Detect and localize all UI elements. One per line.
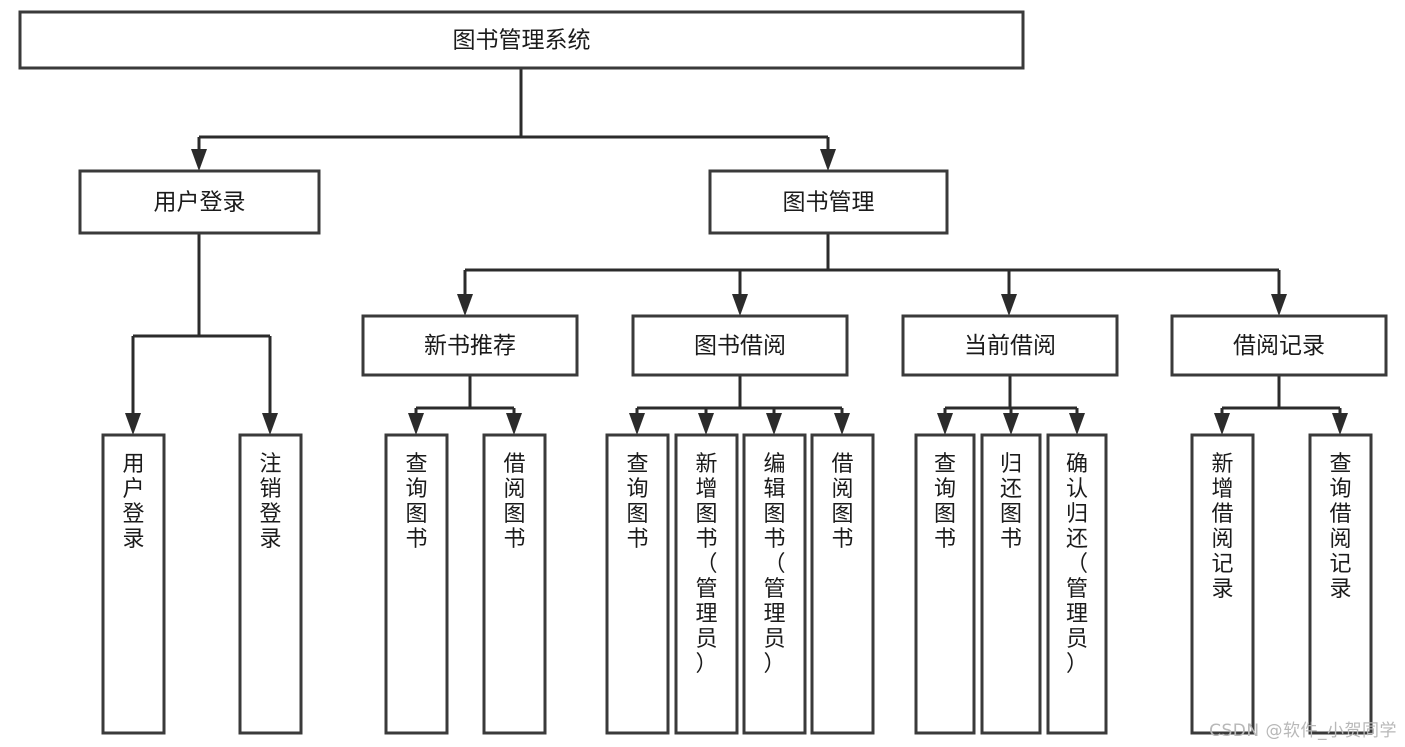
node-box[interactable] — [708, 169, 949, 235]
node-box[interactable] — [1170, 314, 1388, 377]
arrow-head-icon — [698, 413, 714, 435]
node-current[interactable]: 当前借阅 — [901, 314, 1119, 377]
node-leaf-user-logout[interactable]: 注销登录 — [238, 433, 303, 735]
node-bookmgmt[interactable]: 图书管理 — [708, 169, 949, 235]
connector-bookmgmt — [457, 233, 1287, 316]
node-layer: 图书管理系统用户登录图书管理新书推荐图书借阅当前借阅借阅记录用户登录注销登录查询… — [18, 10, 1388, 735]
node-label: 借阅图书 — [503, 452, 525, 552]
connector-layer — [125, 68, 1348, 435]
node-leaf-borrow-add[interactable]: 新增图书（管理员） — [674, 433, 739, 735]
node-label: 确认归还（管理员） — [1066, 452, 1088, 677]
node-leaf-user-login[interactable]: 用户登录 — [101, 433, 166, 735]
node-box[interactable] — [914, 433, 976, 735]
node-label: 查询图书 — [934, 452, 956, 552]
node-box[interactable] — [742, 433, 807, 735]
arrow-head-icon — [1214, 413, 1230, 435]
node-box[interactable] — [384, 433, 449, 735]
node-label: 编辑图书（管理员） — [763, 452, 785, 677]
connector-root — [191, 68, 836, 171]
node-box[interactable] — [605, 433, 670, 735]
node-root[interactable]: 图书管理系统 — [18, 10, 1025, 70]
node-label: 新书推荐 — [424, 333, 516, 359]
node-box[interactable] — [980, 433, 1042, 735]
node-label: 查询图书 — [405, 452, 427, 552]
arrow-head-icon — [1003, 413, 1019, 435]
node-leaf-new-borrow[interactable]: 借阅图书 — [482, 433, 547, 735]
node-leaf-record-add[interactable]: 新增借阅记录 — [1190, 433, 1255, 735]
node-box[interactable] — [810, 433, 875, 735]
arrow-head-icon — [1332, 413, 1348, 435]
node-box[interactable] — [101, 433, 166, 735]
node-label: 图书管理系统 — [453, 28, 591, 54]
node-label: 当前借阅 — [964, 333, 1056, 359]
node-leaf-new-query[interactable]: 查询图书 — [384, 433, 449, 735]
arrow-head-icon — [408, 413, 424, 435]
node-label: 新增图书（管理员） — [695, 452, 717, 677]
arrow-head-icon — [1271, 294, 1287, 316]
node-label: 图书借阅 — [694, 333, 786, 359]
node-label: 新增借阅记录 — [1211, 452, 1233, 602]
node-box[interactable] — [1190, 433, 1255, 735]
node-box[interactable] — [1046, 433, 1108, 735]
arrow-head-icon — [457, 294, 473, 316]
node-label: 查询图书 — [626, 452, 648, 552]
node-newbook[interactable]: 新书推荐 — [361, 314, 579, 377]
node-label: 图书管理 — [783, 190, 875, 216]
node-label: 借阅记录 — [1233, 333, 1325, 359]
connector-borrow — [629, 375, 850, 435]
node-label: 注销登录 — [259, 452, 281, 552]
arrow-head-icon — [506, 413, 522, 435]
node-label: 查询借阅记录 — [1329, 452, 1351, 602]
node-box[interactable] — [78, 169, 321, 235]
node-leaf-borrow-edit[interactable]: 编辑图书（管理员） — [742, 433, 807, 735]
arrow-head-icon — [191, 149, 207, 171]
arrow-head-icon — [629, 413, 645, 435]
node-box[interactable] — [631, 314, 849, 377]
node-box[interactable] — [18, 10, 1025, 70]
connector-current — [937, 375, 1085, 435]
node-records[interactable]: 借阅记录 — [1170, 314, 1388, 377]
node-box[interactable] — [1308, 433, 1373, 735]
node-borrow[interactable]: 图书借阅 — [631, 314, 849, 377]
arrow-head-icon — [732, 294, 748, 316]
node-leaf-borrow-query[interactable]: 查询图书 — [605, 433, 670, 735]
connector-login — [125, 233, 278, 435]
connector-newbook — [408, 375, 522, 435]
node-box[interactable] — [674, 433, 739, 735]
node-label: 用户登录 — [122, 452, 144, 552]
node-label: 用户登录 — [154, 190, 246, 216]
arrow-head-icon — [834, 413, 850, 435]
arrow-head-icon — [1069, 413, 1085, 435]
node-box[interactable] — [901, 314, 1119, 377]
node-box[interactable] — [361, 314, 579, 377]
arrow-head-icon — [1001, 294, 1017, 316]
node-leaf-current-return[interactable]: 归还图书 — [980, 433, 1042, 735]
node-leaf-current-confirm[interactable]: 确认归还（管理员） — [1046, 433, 1108, 735]
node-box[interactable] — [238, 433, 303, 735]
arrow-head-icon — [125, 413, 141, 435]
node-leaf-borrow-lend[interactable]: 借阅图书 — [810, 433, 875, 735]
csdn-watermark: CSDN @软件_小贺同学 — [1209, 721, 1397, 741]
node-leaf-record-query[interactable]: 查询借阅记录 — [1308, 433, 1373, 735]
node-login[interactable]: 用户登录 — [78, 169, 321, 235]
arrow-head-icon — [937, 413, 953, 435]
node-label: 借阅图书 — [831, 452, 853, 552]
node-label: 归还图书 — [1000, 452, 1022, 552]
connector-records — [1214, 375, 1348, 435]
node-leaf-current-query[interactable]: 查询图书 — [914, 433, 976, 735]
arrow-head-icon — [820, 149, 836, 171]
node-box[interactable] — [482, 433, 547, 735]
arrow-head-icon — [766, 413, 782, 435]
arrow-head-icon — [262, 413, 278, 435]
